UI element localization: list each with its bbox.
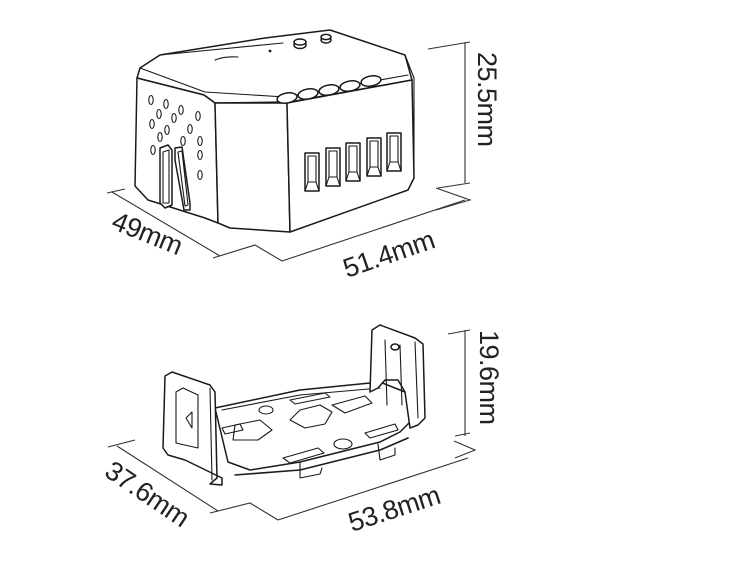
- side-clips: [159, 144, 191, 211]
- module-width-label: 51.4mm: [339, 225, 438, 284]
- bracket-width-dimension: [277, 457, 469, 521]
- top-screw-holes: [276, 75, 382, 104]
- top-buttons: [214, 33, 332, 61]
- bracket-width-label: 53.8mm: [345, 480, 444, 538]
- mounting-bracket-drawing: [162, 324, 426, 486]
- module-depth-dimension: [106, 188, 283, 262]
- module-depth-label: 49mm: [108, 206, 187, 261]
- module-front-left-face: [214, 102, 291, 233]
- module-height-dimension: [427, 41, 472, 211]
- front-terminals: [304, 132, 402, 192]
- bracket-depth-label: 37.6mm: [100, 455, 195, 533]
- module-height-label: 25.5mm: [472, 52, 502, 147]
- bracket-height-dimension: [447, 329, 477, 459]
- module-width-dimension: [281, 199, 466, 262]
- bracket-right-upright: [369, 324, 426, 429]
- bracket-cutouts: [221, 392, 399, 464]
- bracket-left-upright: [162, 371, 223, 486]
- bracket-height-label: 19.6mm: [474, 330, 504, 425]
- bracket-depth-dimension: [107, 439, 279, 521]
- side-vent-holes: [148, 94, 203, 181]
- switch-module-drawing: [134, 29, 415, 233]
